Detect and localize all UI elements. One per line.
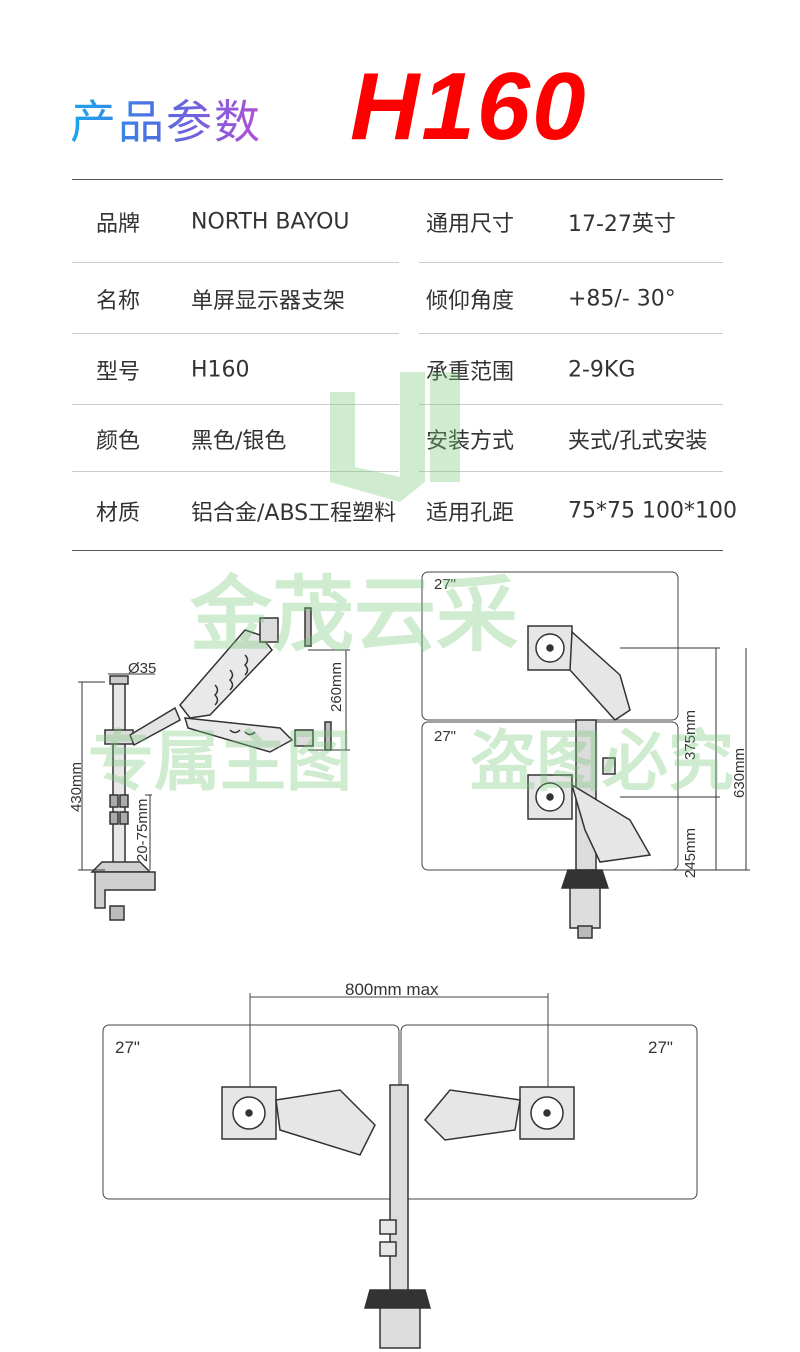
spec-label: 颜色 — [96, 428, 141, 454]
spec-row: 品牌 NORTH BAYOU 通用尺寸 17-27英寸 — [72, 180, 723, 263]
right-monitor-size: 27" — [648, 1038, 673, 1057]
spec-row: 颜色 黑色/银色 安装方式 夹式/孔式安装 — [72, 405, 723, 472]
row-divider — [72, 471, 399, 472]
spec-value: 单屏显示器支架 — [191, 288, 346, 314]
spec-table: 品牌 NORTH BAYOU 通用尺寸 17-27英寸 名称 单屏显示器支架 倾… — [72, 179, 737, 551]
stacked-view-diagram — [421, 571, 750, 939]
spec-label: 倾仰角度 — [426, 288, 515, 314]
dual-view-diagram — [102, 993, 698, 1349]
spec-value: +85/- 30° — [568, 286, 676, 311]
spec-value: 2-9KG — [568, 357, 636, 382]
row-divider — [72, 333, 399, 334]
spec-value: 铝合金/ABS工程塑料 — [191, 501, 397, 526]
row-divider — [72, 262, 399, 263]
row-divider — [419, 262, 723, 263]
spec-value: 75*75 100*100 — [568, 498, 737, 524]
spec-row: 材质 铝合金/ABS工程塑料 适用孔距 75*75 100*100 — [72, 472, 737, 550]
bottom-monitor-size: 27" — [434, 728, 457, 745]
side-view-diagram — [78, 607, 350, 921]
spec-label: 材质 — [96, 501, 141, 526]
spec-label: 安装方式 — [426, 428, 515, 454]
arm-range-label: 260mm — [328, 661, 345, 712]
row-divider — [419, 471, 723, 472]
row-divider — [72, 404, 399, 405]
spec-label: 承重范围 — [426, 359, 515, 385]
model-title: H160 — [350, 53, 588, 160]
left-monitor-size: 27" — [115, 1038, 140, 1057]
top-monitor-size: 27" — [434, 576, 457, 593]
spec-label: 适用孔距 — [426, 501, 515, 526]
spec-label: 品牌 — [96, 211, 141, 237]
spec-value: 黑色/银色 — [191, 428, 287, 454]
spec-row: 型号 H160 承重范围 2-9KG — [72, 334, 723, 405]
height-245-label: 245mm — [682, 827, 699, 878]
clamp-range-label: 20-75mm — [134, 798, 151, 862]
header: 产品参数 H160 — [0, 0, 800, 180]
row-divider — [419, 333, 723, 334]
spec-label: 名称 — [96, 288, 141, 314]
spec-label: 通用尺寸 — [426, 211, 515, 237]
spec-value: NORTH BAYOU — [191, 209, 350, 234]
spec-value: 17-27英寸 — [568, 211, 676, 237]
span-label: 800mm max — [345, 980, 439, 999]
height-375-label: 375mm — [682, 709, 699, 760]
spec-label: 型号 — [96, 359, 141, 385]
row-divider — [419, 404, 723, 405]
spec-row: 名称 单屏显示器支架 倾仰角度 +85/- 30° — [72, 263, 723, 334]
page-title: 产品参数 — [70, 86, 262, 152]
height-430-label: 430mm — [68, 761, 85, 812]
spec-value: 夹式/孔式安装 — [568, 428, 708, 454]
height-630-label: 630mm — [731, 747, 748, 798]
spec-value: H160 — [191, 357, 250, 382]
pole-diameter-label: Ø35 — [128, 660, 157, 677]
